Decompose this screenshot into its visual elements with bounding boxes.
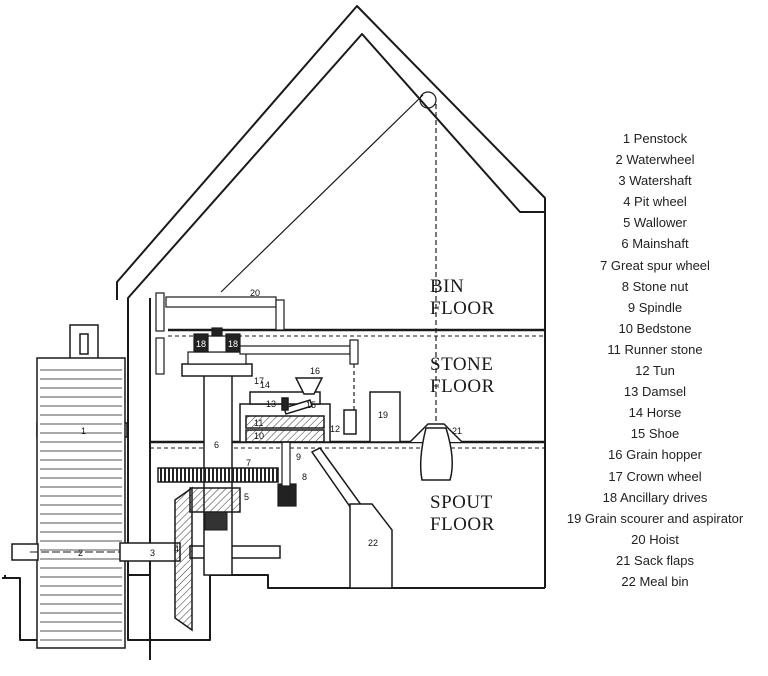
callout-crown-wheel: 17	[254, 376, 264, 386]
great-spur-wheel	[157, 467, 279, 483]
component-legend: 1 Penstock 2 Waterwheel 3 Watershaft 4 Pit …	[548, 128, 762, 592]
wheel-pit	[2, 575, 151, 660]
legend-item: 9 Spindle	[627, 299, 683, 315]
callout-ancillary-drive-right: 18	[228, 339, 238, 349]
legend-item: 22 Meal bin	[621, 573, 689, 589]
callout-meal-bin: 22	[368, 538, 378, 548]
callout-watershaft: 3	[150, 548, 155, 558]
legend-item: 2 Waterwheel	[615, 152, 695, 168]
legend-item: 14 Horse	[628, 405, 682, 421]
callout-spindle: 9	[296, 452, 301, 462]
bin-floor-label: BIN FLOOR	[430, 276, 495, 319]
pit-right	[127, 574, 150, 640]
damsel	[281, 397, 289, 411]
ancillary-gear-block	[207, 335, 227, 353]
penstock-gate	[79, 333, 89, 355]
grain-scourer	[369, 391, 401, 443]
legend-item: 3 Watershaft	[618, 173, 692, 189]
ancillary-shaft	[239, 345, 351, 355]
legend-item: 4 Pit wheel	[623, 194, 687, 210]
callout-waterwheel: 2	[78, 548, 83, 558]
legend-item: 19 Grain scourer and aspirator	[566, 510, 744, 526]
left-wall	[127, 298, 151, 641]
stone-nut	[277, 483, 297, 507]
callout-runner-stone: 11	[254, 418, 263, 428]
waterwheel-body	[36, 357, 126, 649]
crown-wheel-top	[187, 351, 247, 365]
callout-wallower: 5	[244, 492, 249, 502]
ground-outline	[150, 574, 545, 641]
legend-item: 16 Grain hopper	[608, 447, 702, 463]
legend-item: 15 Shoe	[630, 426, 680, 442]
callout-hoist: 20	[250, 288, 260, 298]
legend-item: 21 Sack flaps	[615, 552, 695, 568]
ancillary-post	[349, 339, 359, 365]
callout-grain-scourer: 19	[378, 410, 388, 420]
pit-wheel	[174, 486, 193, 632]
legend-item: 11 Runner stone	[607, 341, 703, 357]
spout-floor-label: SPOUT FLOOR	[430, 492, 498, 535]
callout-grain-hopper: 16	[310, 366, 320, 376]
legend-item: 1 Penstock	[622, 131, 688, 146]
legend-item: 12 Tun	[635, 363, 675, 379]
bedstone	[245, 429, 325, 443]
legend-item: 18 Ancillary drives	[602, 489, 708, 505]
legend-item: 13 Damsel	[623, 384, 687, 400]
roof-outline	[116, 5, 546, 316]
hoist-end	[275, 299, 285, 331]
hoist-pulley	[419, 91, 437, 109]
callout-penstock: 1	[81, 426, 86, 436]
legend-item: 10 Bedstone	[618, 320, 692, 336]
legend-item: 5 Wallower	[623, 215, 687, 231]
sack	[419, 427, 453, 481]
belt-drive-lower	[155, 337, 165, 375]
crown-wheel	[181, 363, 253, 377]
belt-drive-upper	[155, 292, 165, 332]
waterwheel-slats	[40, 369, 122, 641]
callout-sack-flaps: 21	[452, 426, 462, 436]
legend-item: 7 Great spur wheel	[600, 257, 710, 273]
wallower	[189, 487, 241, 513]
callout-great-spur-wheel: 7	[246, 458, 251, 468]
legend-item: 20 Hoist	[631, 531, 679, 547]
grain-hopper	[294, 377, 324, 395]
meal-bin	[349, 503, 393, 589]
legend-item: 8 Stone nut	[621, 278, 689, 294]
callout-tun: 12	[330, 424, 340, 434]
wallower-hub	[204, 511, 228, 531]
callout-mainshaft: 6	[214, 440, 219, 450]
hoist-drum	[165, 296, 277, 308]
legend-item: 17 Crown wheel	[608, 468, 702, 484]
callout-pit-wheel: 4	[174, 544, 179, 554]
runner-stone	[245, 415, 325, 429]
callout-damsel: 13	[266, 399, 276, 409]
shoe	[283, 399, 313, 415]
hoist-rope-diagonal	[220, 94, 424, 293]
callout-horse: 14	[260, 380, 270, 390]
callout-ancillary-drive-left: 18	[196, 339, 206, 349]
ancillary-top	[211, 327, 223, 337]
callout-stone-nut: 8	[302, 472, 307, 482]
grain-scourer-base	[343, 409, 357, 435]
callout-shoe: 15	[306, 400, 316, 410]
stone-floor-label: STONE FLOOR	[430, 354, 499, 397]
legend-item: 6 Mainshaft	[621, 236, 689, 252]
callout-bedstone: 10	[254, 431, 264, 441]
